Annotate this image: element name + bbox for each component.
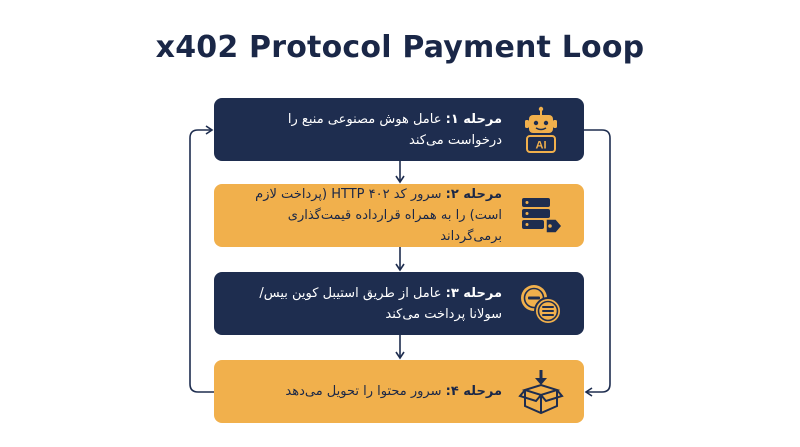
robot-ai-label: AI	[536, 139, 547, 151]
diagram-title: x402 Protocol Payment Loop	[155, 30, 645, 65]
step-4-label: مرحله ۴:	[445, 384, 502, 399]
step-4-description: سرور محتوا را تحویل می‌دهد	[285, 384, 446, 399]
coins-icon	[516, 279, 566, 329]
step-2-label: مرحله ۲:	[445, 187, 502, 202]
loop-right-arrow	[584, 129, 611, 397]
step-2-description: سرور کد HTTP ۴۰۲ (پرداخت لازم است) را به…	[255, 187, 502, 244]
step-3-description: عامل از طریق استیبل کوین بیس/سولانا پردا…	[259, 285, 502, 322]
step-2-text: مرحله ۲: سرور کد HTTP ۴۰۲ (پرداخت لازم ا…	[236, 184, 502, 247]
step-4-box: مرحله ۴: سرور محتوا را تحویل می‌دهد	[214, 360, 584, 423]
step-4-text: مرحله ۴: سرور محتوا را تحویل می‌دهد	[236, 381, 502, 402]
step-3-label: مرحله ۳:	[445, 285, 502, 301]
step-1-description: عامل هوش مصنوعی منبع را درخواست می‌کند	[287, 111, 502, 148]
step-2-box: مرحله ۲: سرور کد HTTP ۴۰۲ (پرداخت لازم ا…	[214, 184, 584, 247]
step-1-box: مرحله ۱: عامل هوش مصنوعی منبع را درخواست…	[214, 98, 584, 161]
loop-left-return-arrow	[189, 125, 214, 393]
server-price-tag-icon	[516, 191, 566, 241]
step-1-text: مرحله ۱: عامل هوش مصنوعی منبع را درخواست…	[236, 109, 502, 151]
step-1-label: مرحله ۱:	[445, 111, 502, 127]
download-box-icon	[516, 367, 566, 417]
step-3-box: مرحله ۳: عامل از طریق استیبل کوین بیس/سو…	[214, 272, 584, 335]
robot-ai-icon: AI	[516, 105, 566, 155]
step-3-text: مرحله ۳: عامل از طریق استیبل کوین بیس/سو…	[236, 283, 502, 325]
